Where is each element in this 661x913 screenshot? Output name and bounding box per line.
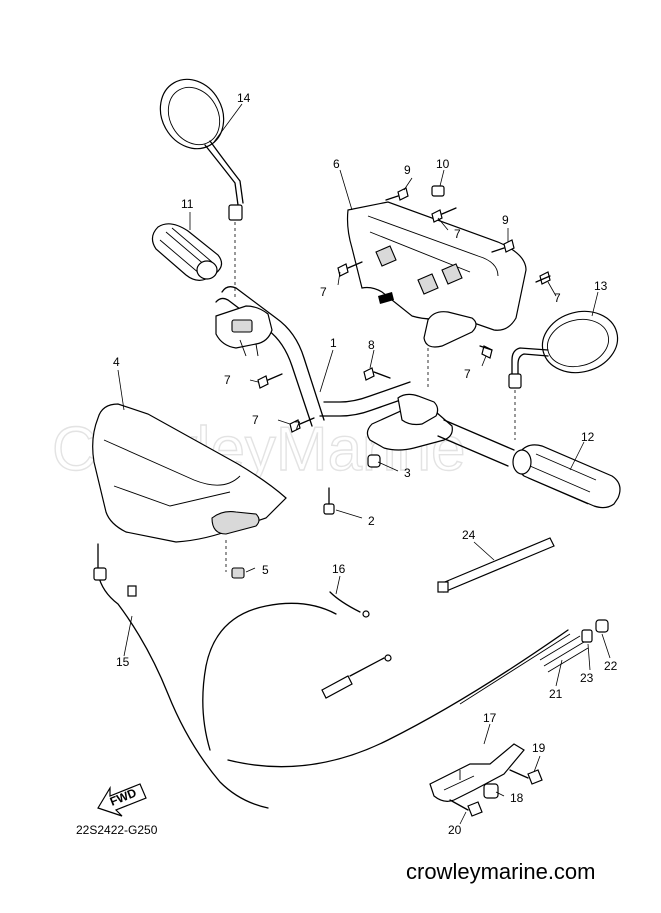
callout-20: 20 <box>448 823 462 837</box>
callout-21: 21 <box>549 687 563 701</box>
callout-19: 19 <box>532 741 546 755</box>
callout-7-f: 7 <box>554 291 561 305</box>
callout-7-b: 7 <box>252 413 259 427</box>
diagram-code: 22S2422-G250 <box>76 823 158 837</box>
callout-7-c: 7 <box>320 285 327 299</box>
callout-12: 12 <box>581 430 595 444</box>
spring-parts <box>539 619 609 673</box>
callout-7-g: 7 <box>294 419 301 433</box>
callout-1: 1 <box>330 336 337 350</box>
callout-6: 6 <box>333 157 340 171</box>
callout-5: 5 <box>262 563 269 577</box>
front-cover <box>92 403 287 572</box>
callout-9-a: 9 <box>404 163 411 177</box>
site-credit: crowleymarine.com <box>406 859 596 884</box>
cable-tie <box>437 537 555 593</box>
handlebar <box>215 286 413 427</box>
callout-23: 23 <box>580 671 594 685</box>
left-mirror <box>159 78 244 300</box>
fwd-arrow: FWD <box>97 783 147 817</box>
left-grip <box>151 223 223 281</box>
throttle-cable <box>93 543 337 809</box>
callout-18: 18 <box>510 791 524 805</box>
callout-7-d: 7 <box>454 227 461 241</box>
callout-4: 4 <box>113 355 120 369</box>
right-mirror <box>508 310 619 440</box>
callout-14: 14 <box>237 91 251 105</box>
callout-2: 2 <box>368 514 375 528</box>
fasteners <box>231 185 551 579</box>
bracket-assembly <box>429 743 543 817</box>
callout-10: 10 <box>436 157 450 171</box>
brake-cable <box>227 591 571 768</box>
callout-15: 15 <box>116 655 130 669</box>
callout-22: 22 <box>604 659 618 673</box>
callout-3: 3 <box>404 466 411 480</box>
callout-7-a: 7 <box>224 373 231 387</box>
right-switch-throttle <box>366 306 515 467</box>
callout-labels: 1 2 3 4 5 6 7 7 7 7 7 7 7 8 9 9 10 11 12… <box>113 91 618 837</box>
callout-17: 17 <box>483 711 497 725</box>
callout-11: 11 <box>181 197 194 211</box>
callout-24: 24 <box>462 528 476 542</box>
callout-13: 13 <box>594 279 608 293</box>
callout-16: 16 <box>332 562 346 576</box>
right-grip <box>512 444 621 509</box>
rear-cover <box>346 201 527 348</box>
leader-lines <box>117 103 611 825</box>
callout-9-b: 9 <box>502 213 509 227</box>
callout-7-e: 7 <box>464 367 471 381</box>
callout-8: 8 <box>368 338 375 352</box>
